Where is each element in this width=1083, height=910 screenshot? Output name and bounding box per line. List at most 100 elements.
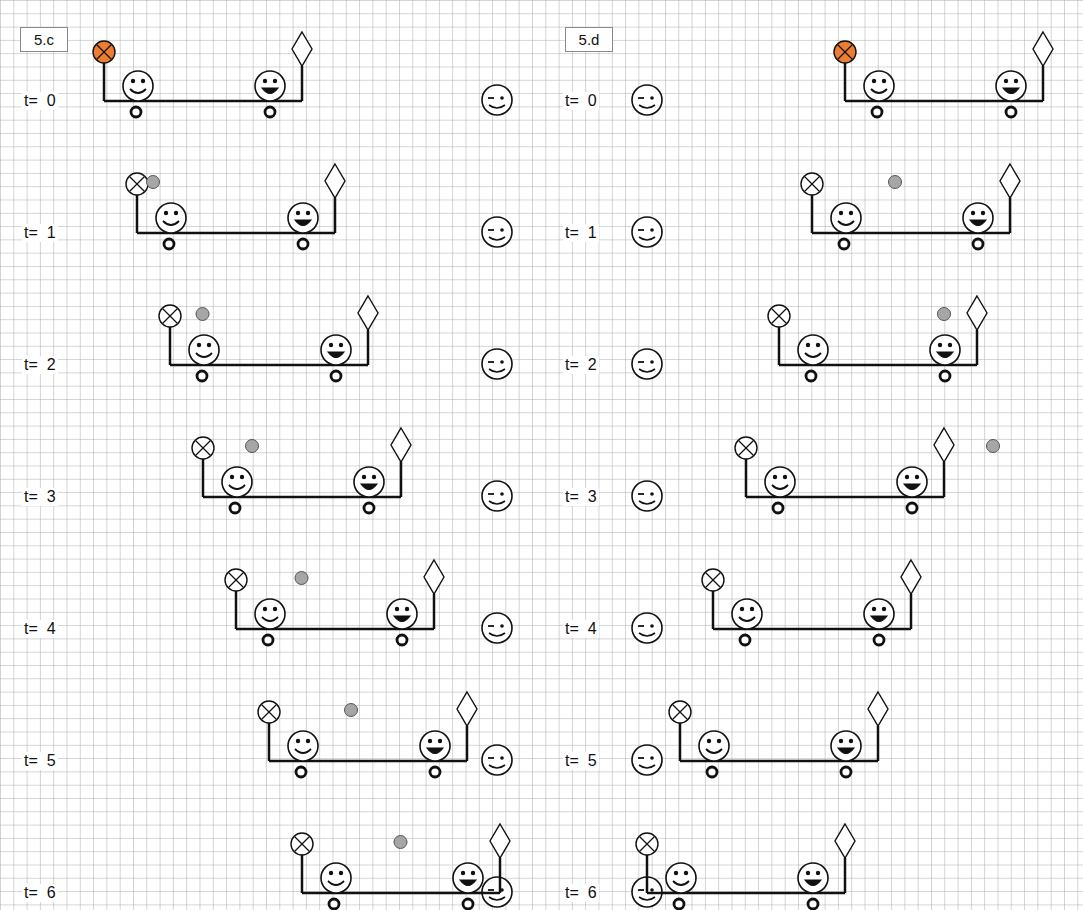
panel-tag: 5.d: [565, 27, 613, 52]
wheel: [740, 635, 750, 645]
smiley-mouth: [295, 749, 311, 753]
clock-cross: [262, 705, 277, 720]
smiley-eye: [306, 739, 310, 743]
smiley-mouth: [196, 353, 212, 357]
time-label: t= 6: [563, 884, 599, 902]
clock-cross: [805, 177, 820, 192]
time-label: t= 3: [22, 488, 58, 506]
cart-post: [877, 726, 880, 761]
smiley-face: [632, 745, 662, 775]
cart-post: [433, 594, 436, 629]
smiley-eye: [296, 739, 300, 743]
wheel: [707, 767, 717, 777]
smiley-mouth: [706, 749, 722, 753]
clock-symbol: [669, 701, 691, 723]
smiley-mouth: [328, 881, 344, 885]
cart-post: [103, 63, 106, 101]
clock-cross: [163, 309, 178, 324]
clock-symbol: [159, 305, 181, 327]
smiley-face: [963, 203, 993, 233]
clock-symbol: [735, 437, 757, 459]
wheel: [463, 899, 473, 909]
smiley-face: [482, 481, 512, 511]
smiley-face: [831, 203, 861, 233]
wheel: [841, 767, 851, 777]
mirror-diamond: [391, 428, 411, 462]
time-label: t= 5: [22, 752, 58, 770]
smiley-mouth: [904, 484, 920, 490]
smiley-eye: [882, 607, 886, 611]
smiley-mouth: [673, 881, 689, 885]
cart-post: [646, 855, 649, 893]
clock-cross: [295, 837, 310, 852]
mirror-diamond: [292, 32, 312, 66]
mirror-diamond: [1000, 164, 1020, 198]
mirror-diamond: [424, 560, 444, 594]
clock-cross: [673, 705, 688, 720]
smiley-face: [387, 599, 417, 629]
smiley-eye: [500, 492, 504, 496]
smiley-eye: [971, 211, 975, 215]
smiley-face: [864, 599, 894, 629]
smiley-eye: [329, 871, 333, 875]
smiley-eye: [638, 625, 644, 627]
light-pulse: [147, 176, 160, 189]
smiley-face: [666, 863, 696, 893]
smiley-face: [798, 335, 828, 365]
time-label: t= 5: [563, 752, 599, 770]
cart-post: [400, 462, 403, 497]
smiley-face: [189, 335, 219, 365]
smiley-eye: [650, 360, 654, 364]
smiley-mouth: [489, 765, 505, 768]
smiley-eye: [872, 79, 876, 83]
smiley-eye: [684, 871, 688, 875]
clock-cross: [229, 573, 244, 588]
smiley-face: [864, 71, 894, 101]
clock-cross: [262, 705, 277, 720]
smiley-eye: [938, 343, 942, 347]
smiley-mouth: [639, 237, 655, 240]
smiley-eye: [806, 343, 810, 347]
clock-symbol: [225, 569, 247, 591]
clock-cross: [805, 177, 820, 192]
smiley-eye: [273, 607, 277, 611]
clock-cross: [640, 837, 655, 852]
smiley-mouth: [639, 105, 655, 108]
smiley-face: [482, 217, 512, 247]
smiley-mouth: [328, 352, 344, 358]
smiley-eye: [638, 889, 644, 891]
smiley-mouth: [163, 221, 179, 225]
smiley-eye: [488, 361, 494, 363]
mirror-diamond: [457, 692, 477, 726]
mirror-diamond: [325, 164, 345, 198]
smiley-eye: [839, 739, 843, 743]
mirror-diamond: [1033, 32, 1053, 66]
clock-symbol: [192, 437, 214, 459]
smiley-mouth: [394, 616, 410, 622]
panel-tag: 5.c: [20, 27, 68, 52]
clock-cross: [673, 705, 688, 720]
time-label: t= 4: [563, 620, 599, 638]
smiley-eye: [740, 607, 744, 611]
smiley-eye: [471, 871, 475, 875]
smiley-eye: [405, 607, 409, 611]
time-label: t= 1: [563, 224, 599, 242]
smiley-eye: [500, 228, 504, 232]
wheel: [230, 503, 240, 513]
smiley-mouth: [229, 485, 245, 489]
smiley-eye: [174, 211, 178, 215]
smiley-eye: [488, 625, 494, 627]
clock-cross: [130, 177, 145, 192]
clock-cross: [772, 309, 787, 324]
time-label: t= 2: [563, 356, 599, 374]
smiley-face: [632, 613, 662, 643]
smiley-eye: [197, 343, 201, 347]
smiley-eye: [488, 229, 494, 231]
smiley-eye: [638, 229, 644, 231]
clock-cross: [130, 177, 145, 192]
smiley-eye: [650, 756, 654, 760]
clock-cross: [196, 441, 211, 456]
mirror-diamond: [967, 296, 987, 330]
smiley-face: [732, 599, 762, 629]
wheel: [872, 107, 882, 117]
